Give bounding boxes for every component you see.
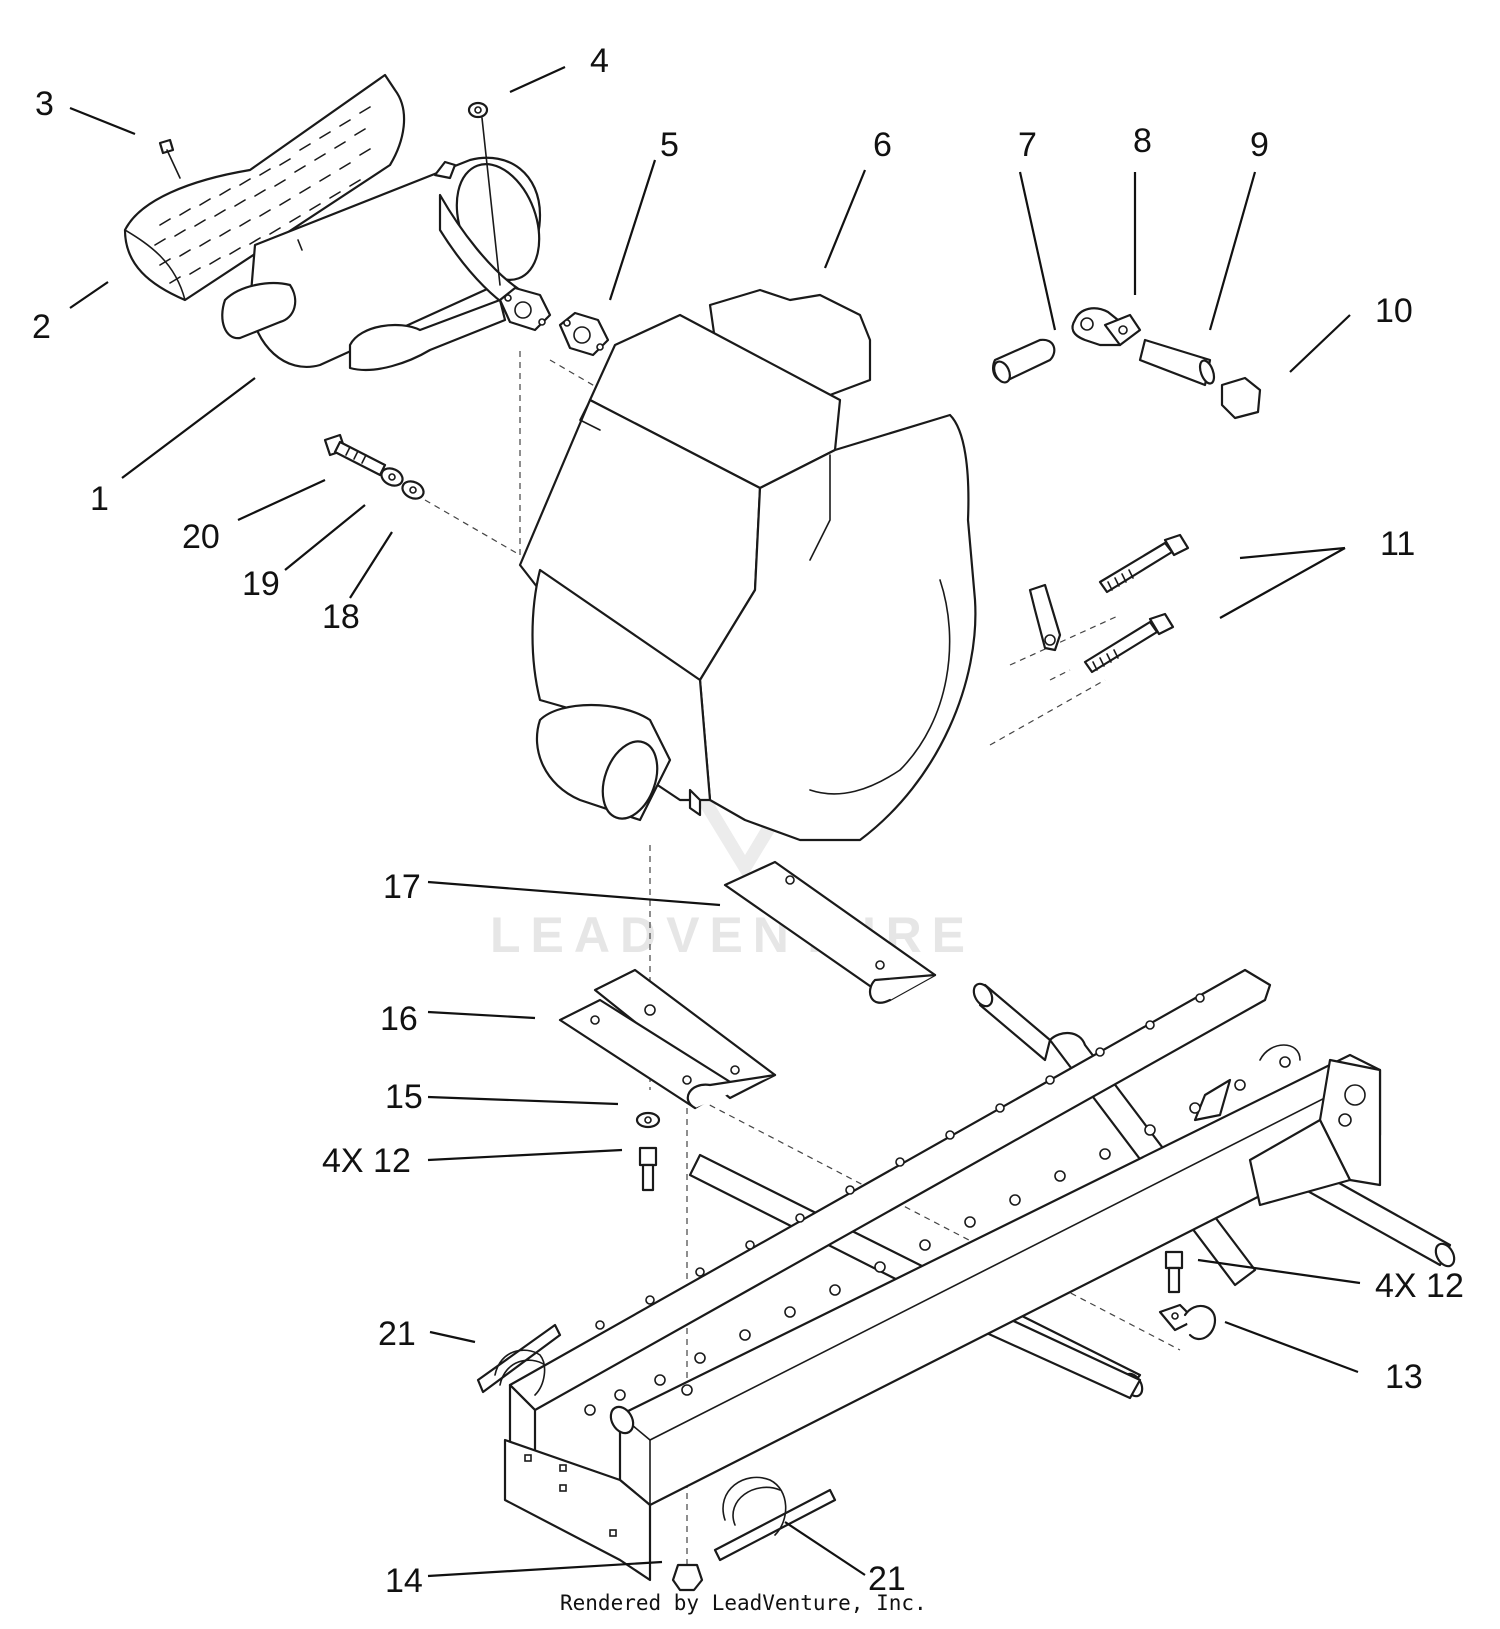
- callout-17: 17: [383, 868, 421, 906]
- callout-10: 10: [1375, 292, 1413, 330]
- part-5-gasket-right: [558, 311, 610, 357]
- callout-19: 19: [242, 565, 280, 603]
- callout-11: 11: [1380, 525, 1415, 563]
- part-11-bolt-lower: [1083, 612, 1175, 674]
- part-12-bolt-left: [638, 1146, 658, 1192]
- frame-holes: [584, 993, 1291, 1416]
- callout-7: 7: [1018, 126, 1037, 164]
- callout-21b: 21: [868, 1560, 906, 1598]
- part-18-washer: [401, 480, 425, 500]
- callout-13: 13: [1385, 1358, 1423, 1396]
- frame-end-slots: [524, 1454, 617, 1537]
- part-10-cap: [1220, 376, 1262, 420]
- part-8-elbow: [1071, 307, 1142, 347]
- part-15-nut: [635, 1111, 661, 1129]
- callout-2: 2: [32, 308, 51, 346]
- part-20-bolt: [323, 433, 387, 477]
- callout-21a: 21: [378, 1315, 416, 1353]
- callout-5: 5: [660, 126, 679, 164]
- callout-20: 20: [182, 518, 220, 556]
- callout-14: 14: [385, 1562, 423, 1600]
- part-2-heat-shield: [123, 73, 406, 302]
- part-9-tube: [1138, 338, 1216, 387]
- callout-15: 15: [385, 1078, 423, 1116]
- alignment-lines: [424, 350, 1181, 1580]
- part-14-nut: [671, 1563, 704, 1592]
- callout-16: 16: [380, 1000, 418, 1038]
- part-21-strap-lower: [713, 1476, 837, 1562]
- part-3-screw: [158, 138, 181, 179]
- callout-labels: 1 2 3 4 5 6 7 8 9 10 11 4X 12 4X 12 13 1…: [32, 42, 1464, 1600]
- tractor-frame: [503, 968, 1456, 1582]
- engine-bracket-right: [1028, 583, 1062, 652]
- heat-shield-slots: [154, 106, 371, 284]
- callout-6: 6: [873, 126, 892, 164]
- callout-3: 3: [35, 85, 54, 123]
- part-11-bolt-upper: [1098, 533, 1190, 594]
- part-6-engine: [518, 288, 977, 842]
- callout-9: 9: [1250, 126, 1269, 164]
- callout-12b: 4X 12: [1375, 1267, 1464, 1305]
- part-12-bolt-right: [1164, 1250, 1184, 1294]
- callout-8: 8: [1133, 122, 1152, 160]
- part-16-mount-plate: [558, 968, 777, 1110]
- part-4-nut: [467, 101, 501, 286]
- callout-4: 4: [590, 42, 609, 80]
- part-7-spacer: [991, 338, 1056, 384]
- part-21-strap-upper: [476, 1323, 562, 1396]
- part-13-clamp: [1158, 1303, 1217, 1341]
- callout-1: 1: [90, 480, 109, 518]
- callout-18: 18: [322, 598, 360, 636]
- part-5-gasket-left: [498, 286, 552, 332]
- render-credit: Rendered by LeadVenture, Inc.: [560, 1591, 927, 1615]
- part-17-bracket: [723, 860, 937, 1004]
- callout-12a: 4X 12: [322, 1142, 411, 1180]
- part-19-lock-washer: [380, 467, 404, 487]
- leader-lines: [69, 65, 1361, 1578]
